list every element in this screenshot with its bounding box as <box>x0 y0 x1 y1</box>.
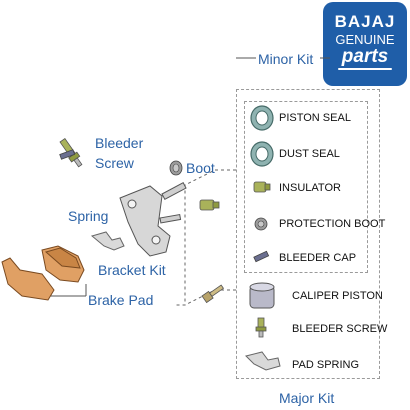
minor-kit-item-insulator: INSULATOR <box>279 182 341 194</box>
piston-seal-icon <box>250 105 274 131</box>
minor-kit-label: Minor Kit <box>258 51 314 67</box>
dust-seal-icon <box>250 141 274 167</box>
protection-boot-icon <box>254 217 268 231</box>
brand-line-1: BAJAJ <box>334 12 396 31</box>
boot-part <box>169 160 183 176</box>
spring-label: Spring <box>68 208 109 224</box>
bracket-kit-label: Bracket Kit <box>98 262 166 278</box>
bleeder-cap-icon <box>253 250 270 263</box>
brake-pads-part <box>1 245 85 301</box>
brand-line-3: parts <box>341 46 389 67</box>
pad-spring-part <box>90 231 125 251</box>
bajaj-genuine-parts-logo: BAJAJ GENUINE parts <box>323 2 407 86</box>
bleeder-screw-label-line-1: Bleeder <box>95 135 144 151</box>
bracket-bolt-part <box>201 284 225 304</box>
brand-underline <box>338 68 392 70</box>
major-kit-item-pad-spring: PAD SPRING <box>292 359 360 371</box>
pad-spring-icon <box>245 351 281 371</box>
bleeder-screw-icon <box>255 317 267 338</box>
brake-pad-label: Brake Pad <box>88 292 154 308</box>
major-kit-label: Major Kit <box>279 390 335 406</box>
insulator-icon <box>253 181 271 193</box>
minor-kit-item-protection-boot: PROTECTION BOOT <box>279 218 386 230</box>
major-kit-box <box>236 89 380 379</box>
bleeder-screw-label-line-2: Screw <box>95 155 134 171</box>
kit-dashed-link <box>175 169 236 306</box>
minor-kit-item-bleeder-cap: BLEEDER CAP <box>279 252 357 264</box>
bracket-part <box>119 182 187 257</box>
minor-kit-item-piston-seal: PISTON SEAL <box>279 112 351 124</box>
insulator-part <box>199 199 220 211</box>
caliper-piston-icon <box>249 282 275 309</box>
major-kit-item-bleeder-screw: BLEEDER SCREW <box>292 323 388 335</box>
minor-kit-box <box>244 101 368 273</box>
minor-kit-item-dust-seal: DUST SEAL <box>279 148 340 160</box>
major-kit-item-caliper-piston: CALIPER PISTON <box>292 290 383 302</box>
brand-line-2: GENUINE <box>335 32 395 47</box>
bleeder-cap-part <box>59 149 76 160</box>
boot-label: Boot <box>186 160 215 176</box>
